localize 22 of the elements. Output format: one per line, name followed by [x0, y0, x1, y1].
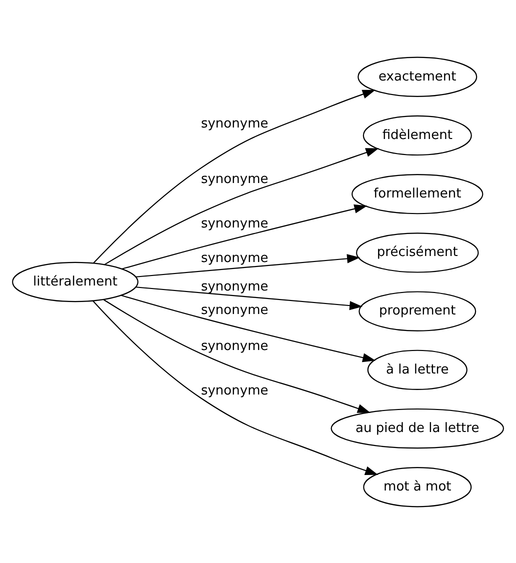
arrow [136, 254, 360, 277]
node-ellipse: au pied de la lettre [330, 408, 504, 448]
edge-label: synonyme [200, 216, 268, 231]
node-ellipse: précisément [356, 232, 479, 272]
edge-label: synonyme [200, 116, 268, 131]
edge-label: synonyme [200, 278, 268, 294]
edge-label: synonyme [200, 338, 268, 354]
edge-label: synonyme [200, 250, 268, 266]
edge-label: synonyme [200, 302, 268, 318]
edge-label: synonyme [200, 171, 268, 186]
node-ellipse: à la lettre [367, 349, 468, 390]
node-ellipse: littéralement [12, 261, 138, 302]
arrow [136, 286, 363, 310]
node-ellipse: exactement [358, 56, 478, 96]
arrow [103, 298, 371, 412]
edge-label: synonyme [200, 382, 268, 398]
arrow [104, 148, 379, 265]
arrow [92, 300, 378, 474]
node-ellipse: proprement [358, 290, 476, 331]
arrow [122, 204, 368, 269]
arrow [121, 294, 376, 362]
arrow [93, 89, 376, 264]
